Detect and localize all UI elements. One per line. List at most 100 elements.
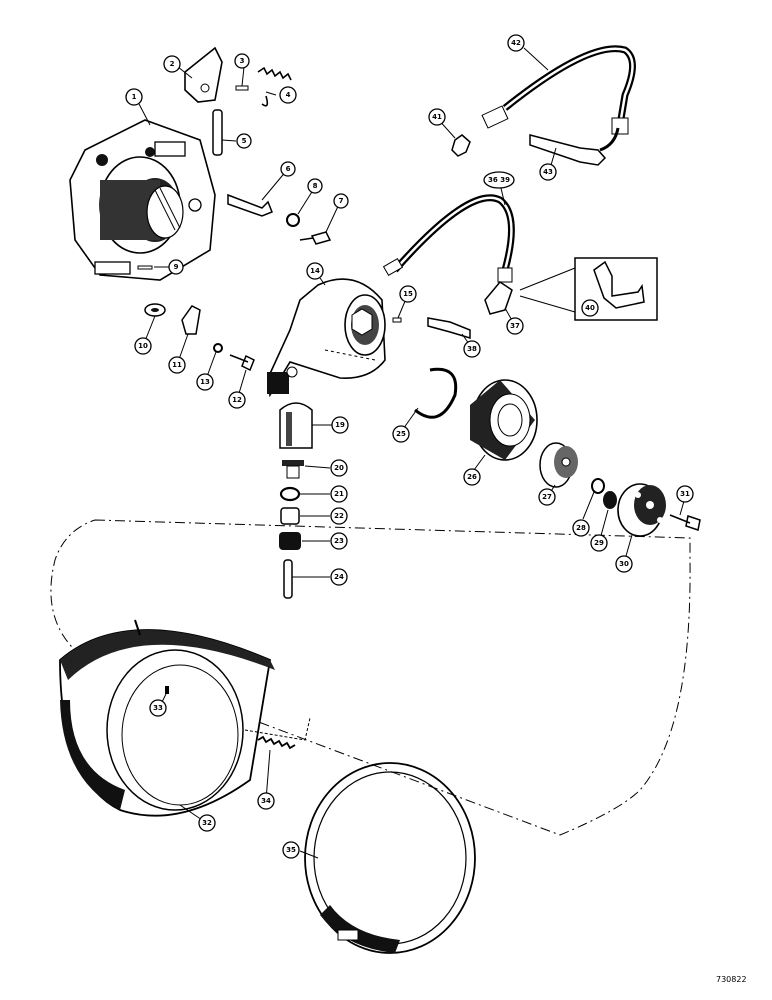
callout-33: 33 (149, 699, 167, 717)
elbow-fitting (484, 281, 513, 315)
callout-label: 27 (542, 493, 552, 501)
pin-band (165, 686, 169, 694)
callout-label: 24 (334, 573, 344, 581)
callout-label: 21 (334, 490, 344, 498)
callout-24: 24 (330, 568, 348, 586)
callout-36-39: 36 39 (483, 171, 515, 189)
push-rod (283, 559, 293, 599)
callout-label: 38 (467, 345, 477, 353)
callout-label: 42 (511, 39, 521, 47)
callout-label: 10 (138, 342, 148, 350)
callout-label: 12 (232, 396, 242, 404)
callout-label: 25 (396, 430, 406, 438)
callout-12: 12 (228, 391, 246, 409)
callout-1: 1 (125, 88, 143, 106)
callout-label: 19 (335, 421, 345, 429)
callout-32: 32 (198, 814, 216, 832)
cup (280, 507, 300, 525)
callout-29: 29 (590, 534, 608, 552)
callout-40: 40 (581, 299, 599, 317)
hose-upper (481, 45, 636, 135)
o-ring-small (591, 478, 605, 494)
callout-label: 6 (286, 165, 291, 173)
callout-26: 26 (463, 468, 481, 486)
callout-37: 37 (506, 317, 524, 335)
callout-label: 41 (432, 113, 442, 121)
fitting-grease (451, 134, 471, 157)
callout-label: 23 (334, 537, 344, 545)
snap-ring (414, 367, 458, 419)
callout-35: 35 (282, 841, 300, 859)
callout-30: 30 (615, 555, 633, 573)
brake-housing (69, 119, 216, 281)
callout-label: 5 (242, 137, 247, 145)
callout-43: 43 (539, 163, 557, 181)
callout-label: 3 (240, 57, 245, 65)
callout-9: 9 (168, 259, 184, 275)
callout-28: 28 (572, 519, 590, 537)
callout-label: 4 (286, 91, 291, 99)
piston (279, 402, 313, 449)
assembly-dash-line (50, 519, 691, 836)
spring-band (257, 735, 296, 750)
callout-27: 27 (538, 488, 556, 506)
shaft (212, 109, 223, 156)
bolt-small (229, 354, 255, 372)
spring (257, 66, 292, 107)
callout-10: 10 (134, 337, 152, 355)
seal (279, 532, 301, 550)
spring-small (603, 491, 617, 509)
callout-label: 32 (202, 819, 212, 827)
callout-label: 29 (594, 539, 604, 547)
callout-42: 42 (507, 34, 525, 52)
callout-15: 15 (399, 285, 417, 303)
callout-label: 1 (132, 93, 137, 101)
callout-label: 14 (310, 267, 320, 275)
figure-reference: 730822 (716, 975, 747, 984)
callout-label: 15 (403, 290, 413, 298)
operating-lever (267, 278, 386, 398)
link (181, 305, 201, 335)
callout-label: 36 39 (488, 176, 510, 184)
callout-label: 40 (585, 304, 595, 312)
callout-7: 7 (333, 193, 349, 209)
key (392, 317, 402, 323)
brake-band-lining (304, 762, 476, 954)
callout-34: 34 (257, 792, 275, 810)
callout-31: 31 (676, 485, 694, 503)
callout-label: 30 (619, 560, 629, 568)
retainer (539, 442, 578, 488)
callout-label: 11 (172, 361, 182, 369)
callout-19: 19 (331, 416, 349, 434)
hose (382, 194, 515, 283)
pin-small (137, 265, 153, 270)
bolt (299, 231, 332, 245)
callout-8: 8 (307, 178, 323, 194)
callout-25: 25 (392, 425, 410, 443)
callout-label: 9 (174, 263, 179, 271)
callout-label: 22 (334, 512, 344, 520)
callout-22: 22 (330, 507, 348, 525)
callout-label: 2 (170, 60, 175, 68)
callout-label: 34 (261, 797, 271, 805)
callout-label: 8 (313, 182, 318, 190)
callout-41: 41 (428, 108, 446, 126)
tee-fitting (529, 127, 620, 166)
washer-small (213, 343, 223, 353)
callout-11: 11 (168, 356, 186, 374)
lever (184, 46, 223, 103)
callout-5: 5 (236, 133, 252, 149)
callout-label: 7 (339, 197, 344, 205)
washer (286, 213, 300, 227)
drum (617, 483, 666, 537)
callout-20: 20 (330, 459, 348, 477)
pin-shaft (227, 193, 273, 217)
callout-38: 38 (463, 340, 481, 358)
callout-23: 23 (330, 532, 348, 550)
o-ring (279, 486, 301, 502)
callout-14: 14 (306, 262, 324, 280)
callout-label: 35 (286, 846, 296, 854)
fitting (427, 317, 471, 340)
callout-label: 43 (543, 168, 553, 176)
bearing (470, 379, 538, 461)
